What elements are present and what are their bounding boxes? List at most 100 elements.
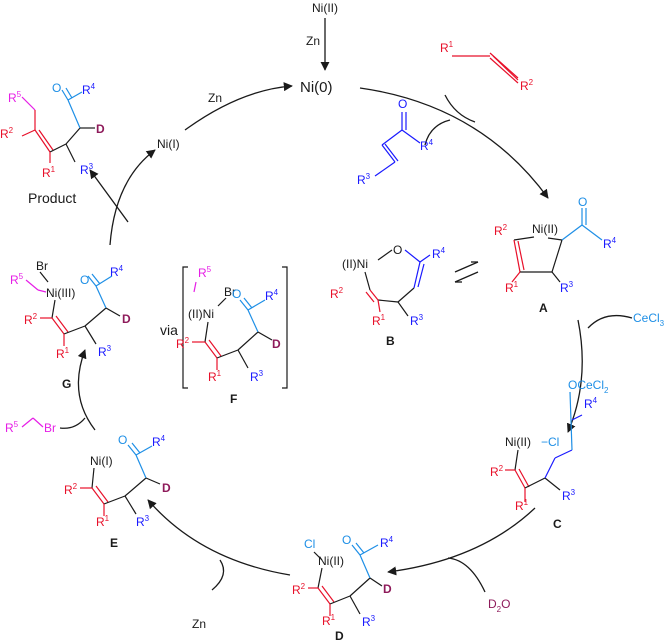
bracket-f <box>182 266 288 389</box>
svg-text:R5: R5 <box>198 265 212 280</box>
cecl3-label: CeCl3 <box>633 311 665 328</box>
svg-text:−Cl: −Cl <box>541 435 559 449</box>
enone-reagent: O R4 R3 <box>357 97 434 187</box>
svg-text:G: G <box>62 377 71 391</box>
svg-text:R1: R1 <box>208 369 222 384</box>
enone-r4: R4 <box>420 138 434 153</box>
ni-ii-top-label: Ni(II) <box>312 1 338 15</box>
svg-text:D: D <box>335 629 344 641</box>
via-label: via <box>160 322 178 338</box>
svg-text:C: C <box>553 517 562 531</box>
svg-text:O: O <box>52 81 61 95</box>
arrow-a-to-c <box>566 319 583 433</box>
svg-text:O: O <box>342 533 351 547</box>
svg-text:R3: R3 <box>136 514 150 529</box>
svg-text:R1: R1 <box>96 514 110 529</box>
intermediate-f: R5 Br (II)Ni O R4 D R2 R1 R3 F <box>176 265 281 406</box>
svg-text:R2: R2 <box>0 126 14 141</box>
intermediate-d: Cl Ni(II) O R4 D R2 R1 R3 D <box>292 533 394 641</box>
enone-r3: R3 <box>357 172 371 187</box>
svg-text:R2: R2 <box>64 482 78 497</box>
product-structure: R5 R2 R1 O R4 R3 D <box>0 81 105 180</box>
ni0-label: Ni(0) <box>300 79 333 96</box>
svg-text:R4: R4 <box>432 246 446 261</box>
svg-text:D: D <box>383 582 392 596</box>
intermediate-g: Br R5 Ni(III) O R4 D R2 R1 R3 G <box>10 259 131 391</box>
svg-text:R3: R3 <box>98 344 112 359</box>
arrow-alkyne-in <box>444 94 476 123</box>
svg-text:R1: R1 <box>322 613 336 628</box>
arrow-enone-in <box>424 119 451 146</box>
svg-text:R2: R2 <box>490 464 504 479</box>
intermediate-c: OCeCl2 Ni(II) −Cl R4 R2 R1 R3 C <box>490 378 609 531</box>
arrow-d-to-e <box>147 499 291 576</box>
svg-text:R4: R4 <box>82 82 96 97</box>
svg-text:D: D <box>272 337 281 351</box>
svg-text:E: E <box>110 536 118 550</box>
svg-text:R1: R1 <box>515 498 529 513</box>
svg-text:F: F <box>230 392 237 406</box>
arrow-cecl3-in <box>587 314 633 329</box>
svg-text:OCeCl2: OCeCl2 <box>568 378 609 395</box>
arrow-d2o-in <box>447 557 486 593</box>
alkyne-r2: R2 <box>520 78 534 93</box>
svg-text:R4: R4 <box>110 264 124 279</box>
svg-text:Ni(III): Ni(III) <box>46 286 75 300</box>
svg-text:D: D <box>122 312 131 326</box>
svg-text:Ni(I): Ni(I) <box>90 454 113 468</box>
intermediate-a: Ni(II) R2 R1 R3 O R4 A <box>494 195 617 315</box>
arrow-ni0-to-a <box>359 87 549 199</box>
svg-text:R4: R4 <box>380 535 394 550</box>
svg-text:R1: R1 <box>42 165 56 180</box>
arrow-alkyl-in <box>59 417 86 429</box>
svg-text:Ni(II): Ni(II) <box>318 554 344 568</box>
alkyl-bromide-reagent: R5 Br <box>5 417 56 435</box>
equilibrium-lower <box>454 271 479 283</box>
svg-text:Br: Br <box>36 259 48 273</box>
svg-text:O: O <box>118 433 127 447</box>
intermediate-b: (II)Ni O R4 R2 R1 R3 B <box>330 243 446 348</box>
zn-top-label: Zn <box>306 34 320 48</box>
svg-text:Ni(II): Ni(II) <box>532 222 558 236</box>
alkyl-r5: R5 <box>5 420 19 435</box>
alkyl-br: Br <box>44 421 56 435</box>
zn-bottom-label: Zn <box>192 617 206 631</box>
svg-text:O: O <box>578 195 587 209</box>
svg-text:Br: Br <box>224 285 236 299</box>
svg-text:R3: R3 <box>560 280 574 295</box>
svg-text:Cl: Cl <box>304 537 315 551</box>
svg-text:O: O <box>393 243 402 257</box>
svg-text:R5: R5 <box>10 272 24 287</box>
svg-text:R2: R2 <box>330 286 344 301</box>
svg-text:(II)Ni: (II)Ni <box>188 307 214 321</box>
svg-text:R3: R3 <box>410 313 424 328</box>
arrow-c-to-d <box>387 507 536 576</box>
svg-text:R4: R4 <box>152 434 166 449</box>
svg-text:R3: R3 <box>250 369 264 384</box>
svg-text:R4: R4 <box>584 396 598 411</box>
equilibrium-upper <box>454 261 479 273</box>
svg-text:R3: R3 <box>562 488 576 503</box>
svg-text:R2: R2 <box>24 312 38 327</box>
d2o-label: D2O <box>488 597 510 614</box>
arrow-ni-i-to-ni0 <box>184 82 293 131</box>
arrow-g-to-ni-i <box>109 149 156 246</box>
arrow-e-to-g <box>77 349 96 431</box>
svg-text:(II)Ni: (II)Ni <box>342 257 368 271</box>
svg-text:R1: R1 <box>372 313 386 328</box>
svg-text:R4: R4 <box>265 288 279 303</box>
arrow-zn-in <box>211 559 225 591</box>
zn-left-label: Zn <box>208 91 222 105</box>
svg-text:B: B <box>386 334 395 348</box>
ni-i-label: Ni(I) <box>157 137 180 151</box>
svg-text:R3: R3 <box>362 614 376 629</box>
svg-text:R1: R1 <box>505 280 519 295</box>
enone-o: O <box>398 97 407 111</box>
svg-text:D: D <box>162 481 171 495</box>
svg-text:R4: R4 <box>603 236 617 251</box>
svg-text:R3: R3 <box>80 162 94 177</box>
cycle-arrows <box>59 18 633 593</box>
svg-text:R1: R1 <box>56 346 70 361</box>
alkyne-r1: R1 <box>440 40 454 55</box>
